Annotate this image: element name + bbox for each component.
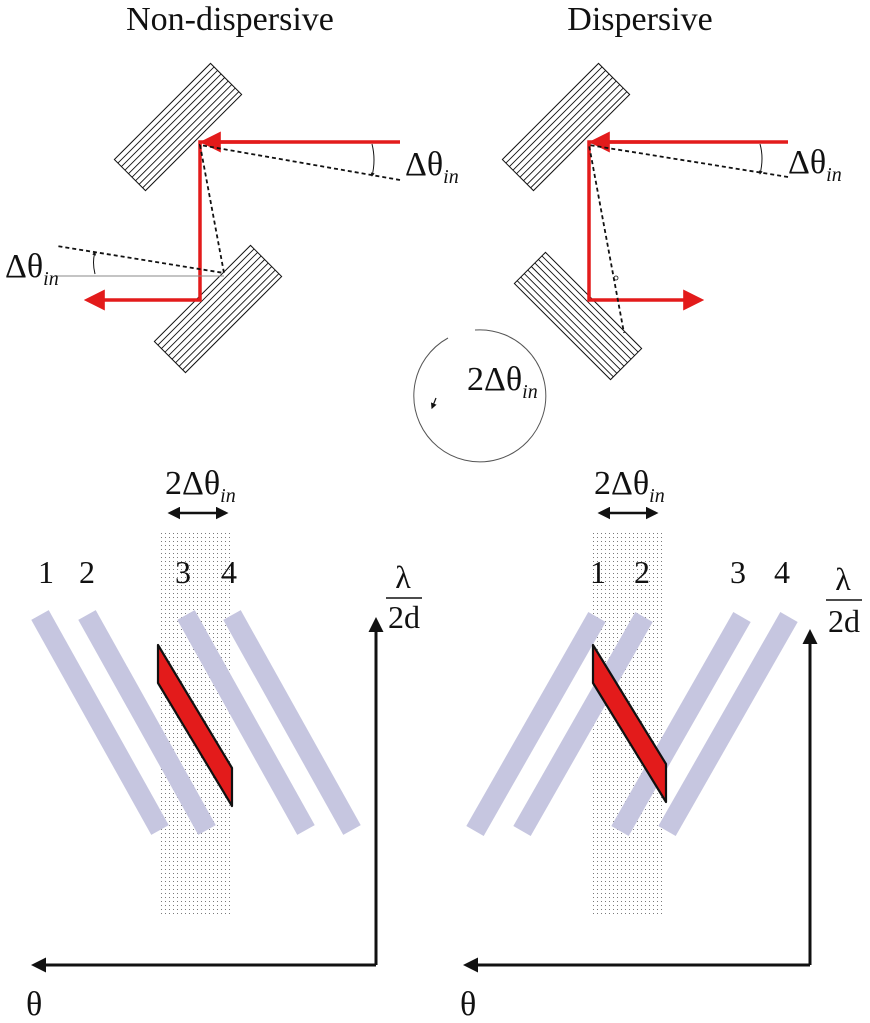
- left-bands: [31, 610, 361, 835]
- right-dashed-ray: [587, 143, 789, 334]
- left-top-delta-theta-label: Δθin: [405, 146, 459, 188]
- svg-text:λ: λ: [835, 561, 851, 597]
- right-band-number-2: 2: [634, 554, 650, 590]
- right-bands: [466, 612, 798, 836]
- right-pivot-point: [613, 275, 619, 281]
- right-red-beam: [587, 140, 788, 311]
- svg-text:2d: 2d: [388, 599, 420, 635]
- right-band-1: [466, 612, 606, 836]
- left-bottom-delta-theta-label: Δθin: [5, 248, 59, 290]
- left-band-number-4: 4: [221, 554, 237, 590]
- left-band-3: [177, 610, 315, 835]
- right-band-number-3: 3: [730, 554, 746, 590]
- left-band-number-1: 1: [38, 554, 54, 590]
- rotation-label: 2Δθin: [467, 361, 538, 403]
- right-acceptance-width-label: 2Δθin: [594, 465, 665, 507]
- right-band-2: [513, 612, 653, 836]
- left-crystal-top: [113, 62, 243, 192]
- left-band-1: [31, 610, 169, 835]
- right-top-delta-theta-label: Δθin: [788, 144, 842, 186]
- left-bottom-angle-arc: [92, 251, 96, 275]
- left-band-4: [223, 610, 361, 835]
- left-acceptance-width-label: 2Δθin: [165, 465, 236, 507]
- left-y-axis-label: λ 2d: [386, 559, 422, 635]
- svg-text:λ: λ: [395, 559, 411, 595]
- left-band-number-2: 2: [79, 554, 95, 590]
- svg-text:Δθin: Δθin: [5, 248, 59, 290]
- right-band-number-1: 1: [590, 554, 606, 590]
- left-band-number-3: 3: [175, 554, 191, 590]
- right-highlight-parallelogram: [591, 643, 668, 804]
- left-band-numbers: 1 2 3 4: [38, 554, 237, 590]
- left-dashed-ray: [56, 143, 401, 275]
- rotation-arrow: [430, 397, 437, 410]
- left-top-angle-arc: [370, 143, 375, 177]
- left-x-axis-label: θ: [26, 986, 42, 1023]
- left-highlight-parallelogram: [156, 643, 234, 808]
- right-crystal-bottom: [513, 251, 643, 381]
- right-x-axis-label: θ: [460, 986, 476, 1023]
- rotation-circle: [413, 329, 547, 463]
- right-band-3: [611, 612, 751, 836]
- title-non-dispersive: Non-dispersive: [126, 1, 334, 38]
- left-red-beam: [83, 140, 400, 311]
- right-band-numbers: 1 2 3 4: [590, 554, 790, 590]
- svg-text:Δθin: Δθin: [788, 144, 842, 186]
- right-band-number-4: 4: [774, 554, 790, 590]
- svg-text:Δθin: Δθin: [405, 146, 459, 188]
- left-band-2: [78, 610, 216, 835]
- svg-text:2Δθin: 2Δθin: [467, 361, 538, 403]
- right-top-angle-arc: [758, 143, 763, 175]
- right-y-axis-label: λ 2d: [826, 561, 862, 639]
- svg-text:2Δθin: 2Δθin: [165, 465, 236, 507]
- right-band-4: [658, 612, 798, 836]
- svg-text:2Δθin: 2Δθin: [594, 465, 665, 507]
- left-crystal-bottom: [153, 244, 283, 374]
- right-crystal-top: [501, 62, 631, 192]
- title-dispersive: Dispersive: [567, 1, 712, 38]
- svg-text:2d: 2d: [828, 603, 860, 639]
